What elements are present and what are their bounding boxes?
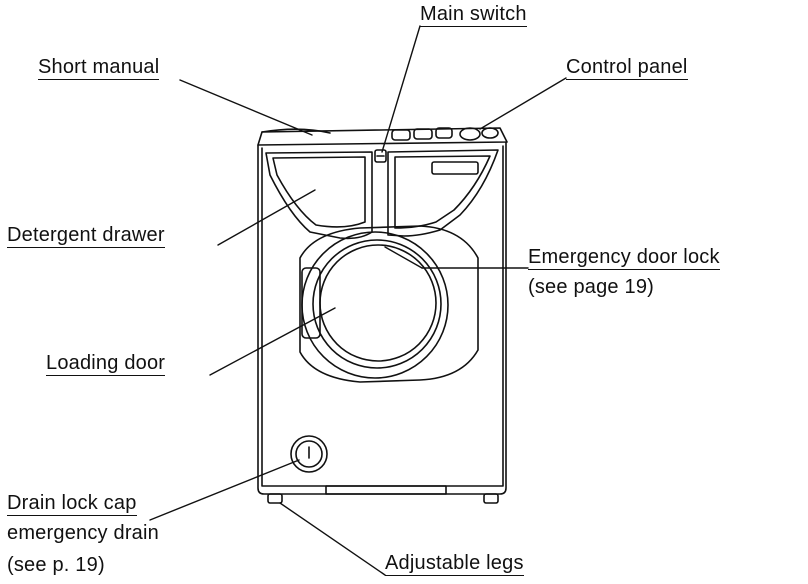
emergency-door-lock-ref: (see page 19) xyxy=(528,276,655,298)
main-switch-button xyxy=(374,149,387,163)
loading-door-ring xyxy=(301,231,449,379)
door-surround xyxy=(299,225,479,383)
leader-adjustable-legs xyxy=(279,502,386,576)
drain-lock-cap-label: Drain lock cap xyxy=(7,492,137,516)
door-handle xyxy=(301,267,321,339)
right-panel-outline xyxy=(387,149,499,237)
leader-loading-door xyxy=(209,307,336,376)
leader-main-switch xyxy=(381,25,421,153)
leader-short-manual xyxy=(179,79,313,136)
main-switch-label: Main switch xyxy=(420,3,527,27)
detergent-drawer-outline xyxy=(265,151,373,240)
drain-page-ref: (see p. 19) xyxy=(7,554,105,576)
adjustable-leg-left xyxy=(267,493,283,504)
adjustable-leg-right xyxy=(483,493,499,504)
control-panel-buttons xyxy=(391,127,499,141)
loading-door-label: Loading door xyxy=(46,352,166,376)
display-window xyxy=(431,161,479,175)
control-panel-label: Control panel xyxy=(566,56,688,80)
leader-detergent-drawer xyxy=(217,189,316,246)
machine-top xyxy=(257,127,508,146)
leader-control-panel xyxy=(479,77,567,130)
short-manual-label: Short manual xyxy=(38,56,160,80)
leader-drain-lock-cap xyxy=(149,459,300,521)
plinth xyxy=(325,485,447,495)
leader-lines xyxy=(149,25,567,576)
drain-lock-cap xyxy=(290,435,328,473)
detergent-drawer-label: Detergent drawer xyxy=(7,224,165,248)
adjustable-legs-label: Adjustable legs xyxy=(385,552,524,576)
machine-body xyxy=(257,141,507,495)
emergency-drain-label: emergency drain xyxy=(7,522,159,544)
emergency-door-lock-label: Emergency door lock xyxy=(528,246,720,270)
loading-door-glass xyxy=(319,244,437,362)
